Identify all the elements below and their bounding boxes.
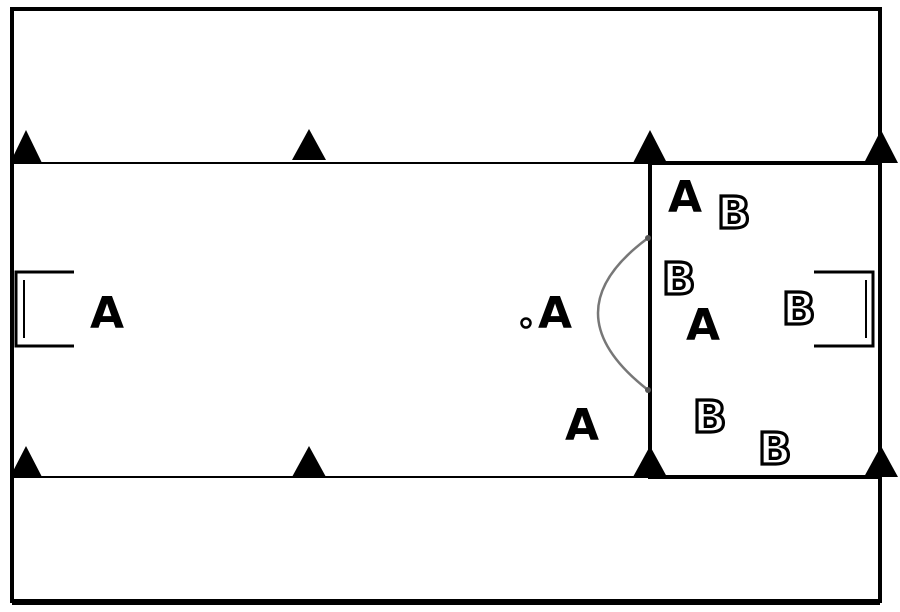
cone-icon [10, 130, 42, 163]
player-a: A [686, 300, 720, 351]
arc-end-dot-top [645, 235, 651, 241]
player-b: B [758, 424, 792, 475]
player-b: B [717, 188, 751, 239]
cone-icon [292, 129, 326, 160]
ball-icon [520, 317, 532, 329]
player-b: B [693, 392, 727, 443]
penalty-arc [596, 236, 649, 391]
cone-icon [633, 130, 667, 163]
right-goal-icon [814, 270, 875, 348]
cone-icon [292, 446, 326, 477]
player-a: A [565, 400, 599, 451]
cone-icon [633, 446, 667, 477]
player-a: A [90, 288, 124, 339]
cone-icon [864, 446, 898, 477]
cone-icon [10, 446, 42, 477]
right-penalty-box [648, 161, 882, 479]
player-a: A [538, 288, 572, 339]
left-goal-icon [14, 270, 74, 348]
cone-icon [864, 130, 898, 163]
player-a: A [668, 172, 702, 223]
player-b: B [662, 254, 696, 305]
field-boundary [10, 7, 882, 603]
player-b: B [782, 284, 816, 335]
arc-end-dot-bottom [645, 387, 651, 393]
